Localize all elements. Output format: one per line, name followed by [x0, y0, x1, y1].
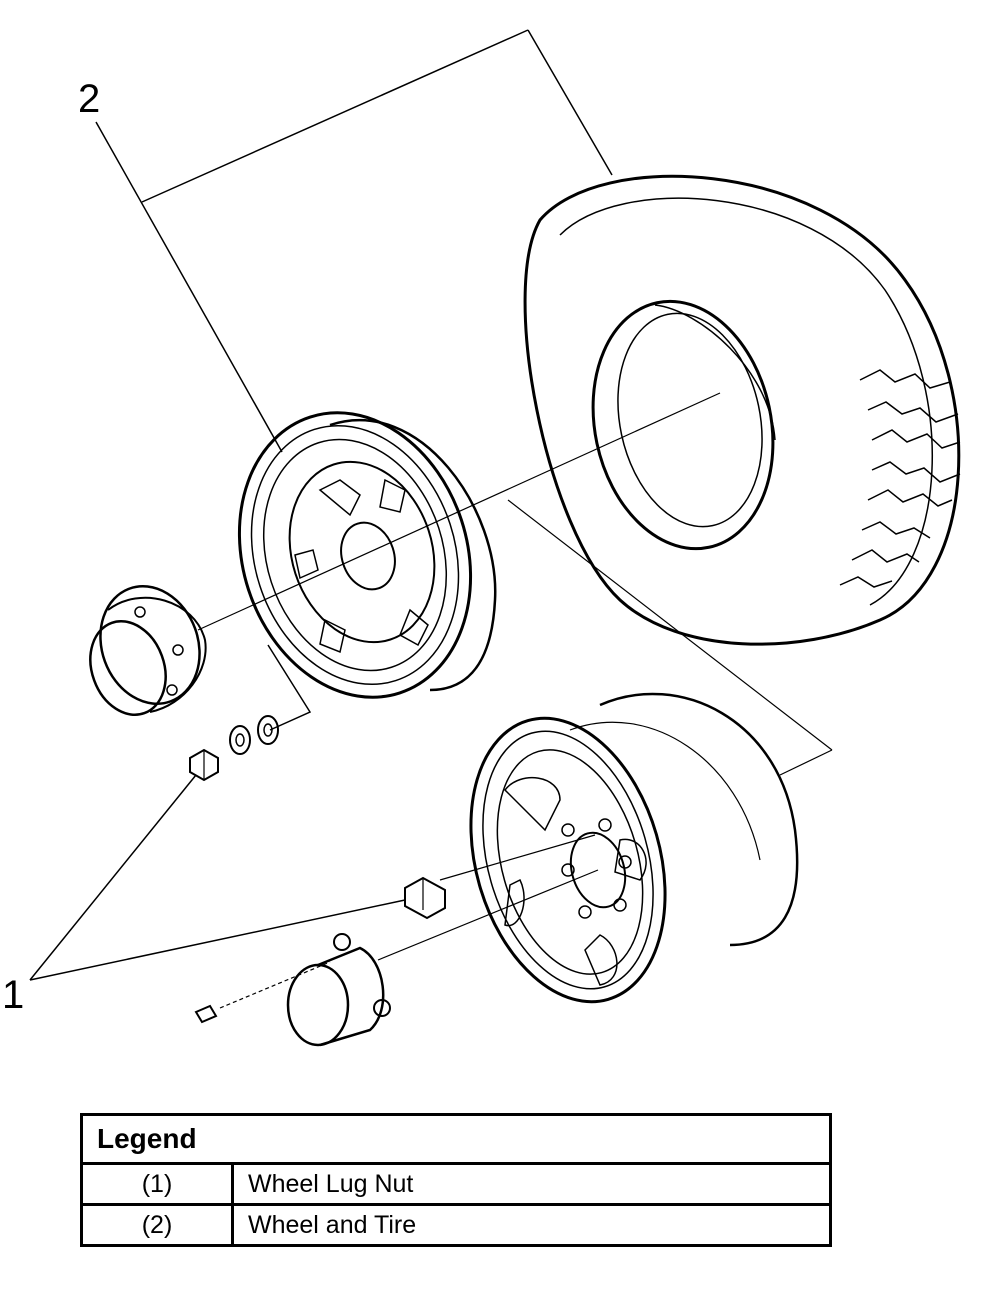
legend-row: (1) Wheel Lug Nut [80, 1162, 832, 1206]
hub-cap-icon [89, 585, 207, 717]
washer-icon [229, 715, 279, 755]
lower-lug-axis [439, 834, 596, 881]
bolt-icon [194, 1004, 218, 1024]
lower-bolt-axis [219, 961, 331, 1009]
legend-title: Legend [80, 1113, 832, 1165]
callout-1-leader [29, 774, 406, 981]
callout-2-label: 2 [78, 77, 100, 121]
callout-1-label: 1 [2, 973, 24, 1017]
tire-icon [523, 174, 961, 646]
center-cap-icon [286, 933, 391, 1047]
legend-row-description: Wheel and Tire [231, 1203, 832, 1247]
lug-nut-icon [189, 748, 219, 782]
wheel-bracket-line-2 [779, 749, 833, 776]
legend-header-row: Legend [80, 1113, 832, 1165]
lug-nut-icon [404, 876, 446, 920]
aluminum-wheel-icon [469, 692, 799, 1004]
callout-2-leader [95, 29, 613, 453]
legend-table: Legend (1) Wheel Lug Nut (2) Wheel and T… [80, 1113, 832, 1247]
legend-row-number: (2) [80, 1203, 234, 1247]
legend-row: (2) Wheel and Tire [80, 1203, 832, 1247]
wheel-bracket-line [507, 499, 833, 751]
legend-row-number: (1) [80, 1162, 234, 1206]
steel-wheel-icon [237, 411, 497, 699]
legend-row-description: Wheel Lug Nut [231, 1162, 832, 1206]
callout-1-washer-leader [267, 644, 312, 731]
lower-cap-axis [377, 869, 599, 961]
exploded-wheel-diagram: 2 [2, 29, 961, 1047]
